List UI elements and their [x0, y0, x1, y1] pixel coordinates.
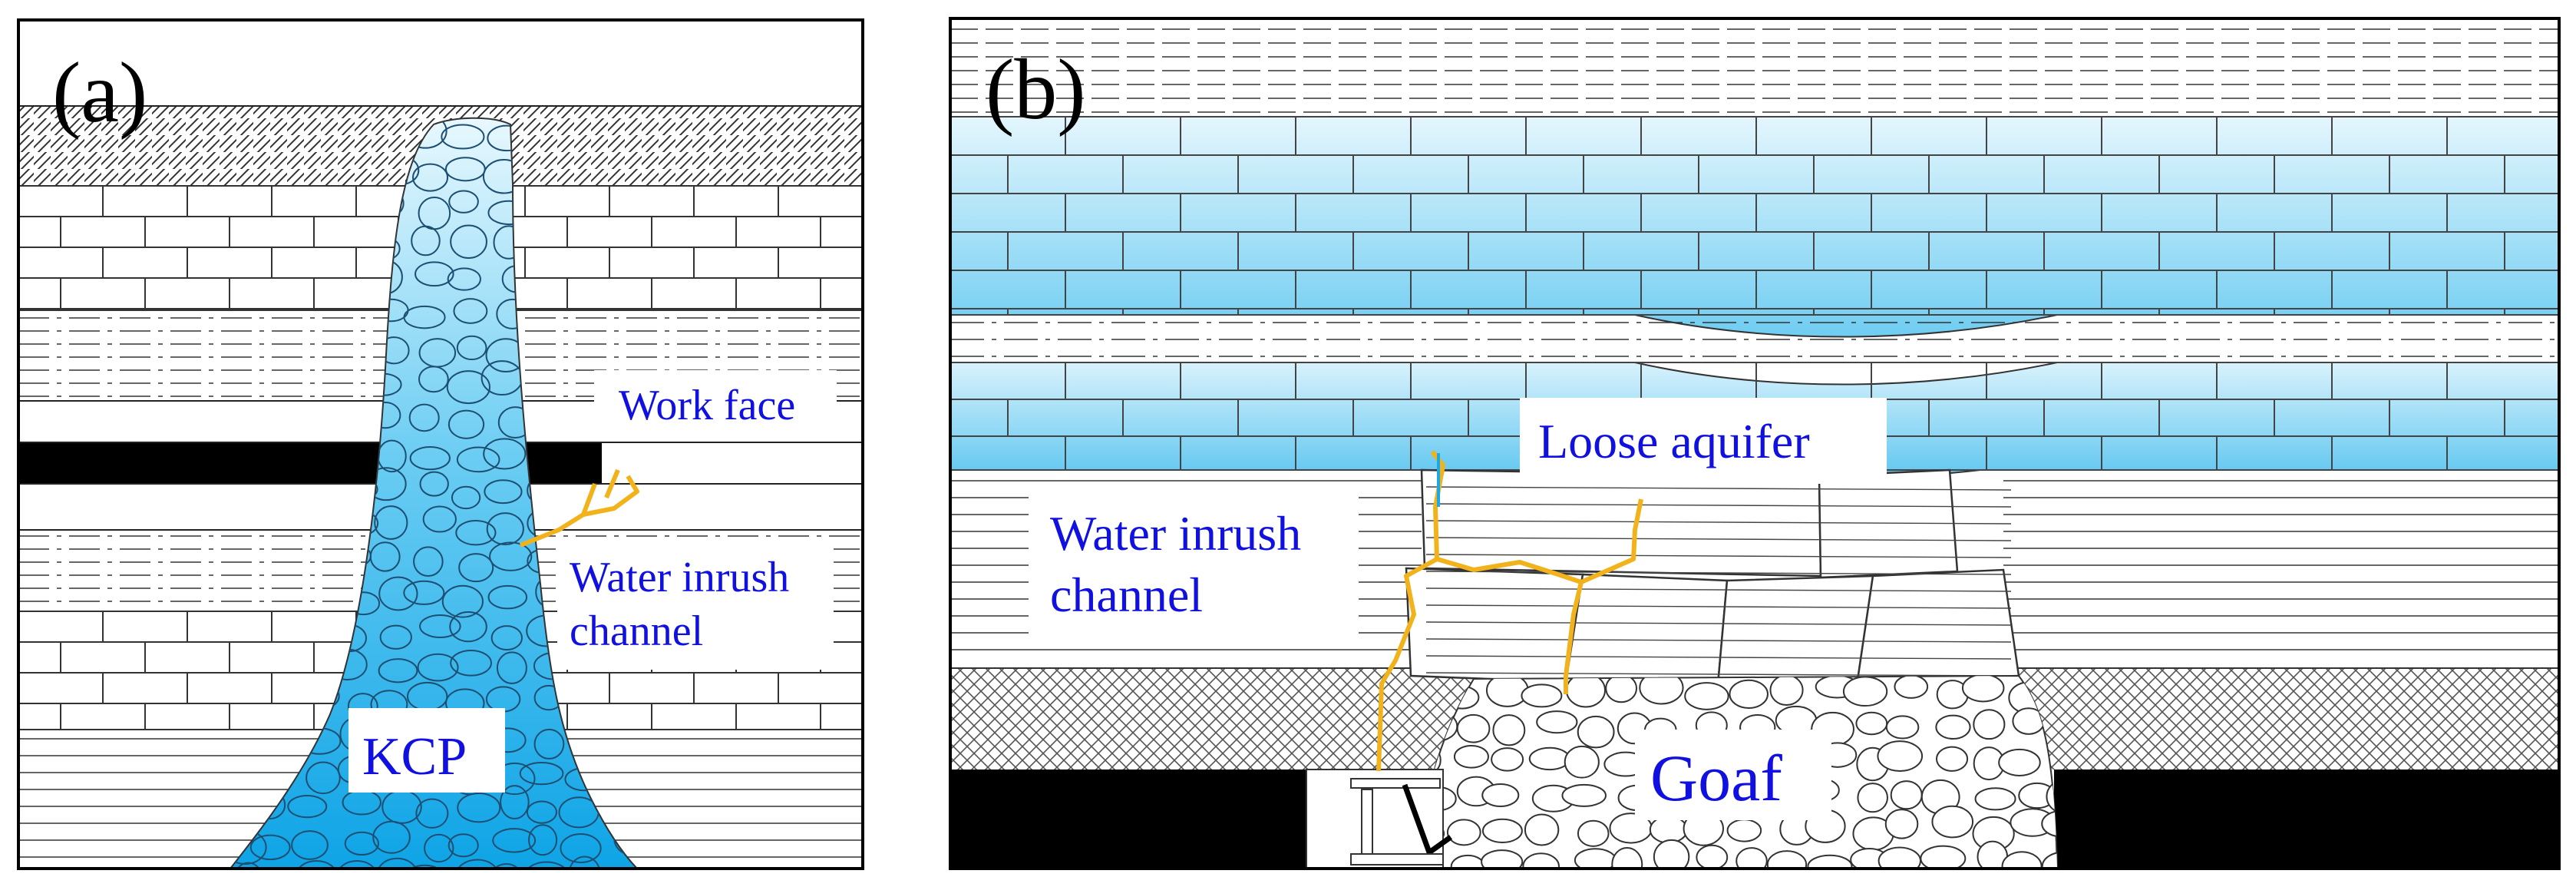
- panel-a-tag: (a): [52, 45, 147, 141]
- water-inrush-label-a-line1: Water inrush: [570, 554, 789, 601]
- goaf-label-box: [1635, 730, 1831, 820]
- kcp-label: KCP: [362, 727, 467, 786]
- panel-a: Work face Water inrush channel KCP (a): [18, 20, 863, 869]
- water-inrush-label-box-a: [557, 547, 834, 670]
- panel-b: Loose aquifer Water inrush channel Goaf …: [950, 18, 2559, 869]
- work-face-label-box: [594, 370, 837, 435]
- loose-aquifer-label-box: [1520, 398, 1887, 484]
- work-face-label: Work face: [619, 382, 795, 429]
- coal-seam-right: [2054, 770, 2559, 869]
- coal-seam-left: [950, 770, 1306, 869]
- panel-b-tag: (b): [986, 42, 1086, 137]
- water-inrush-fracture-b: [1376, 450, 1643, 772]
- panel-a-border: [17, 18, 864, 870]
- panel-b-border: [949, 17, 2561, 870]
- kcp-label-box: [348, 708, 505, 793]
- hydraulic-support: [1306, 769, 1453, 869]
- water-inrush-label-b-line2: channel: [1050, 568, 1203, 622]
- water-inrush-fracture-a: [519, 468, 639, 548]
- goaf-label: Goaf: [1650, 741, 1782, 815]
- water-inrush-label-box-b: [1029, 484, 1359, 640]
- water-inrush-label-a-line2: channel: [570, 607, 703, 655]
- water-inrush-label-b-line1: Water inrush: [1050, 506, 1301, 561]
- loose-aquifer-label: Loose aquifer: [1538, 414, 1810, 468]
